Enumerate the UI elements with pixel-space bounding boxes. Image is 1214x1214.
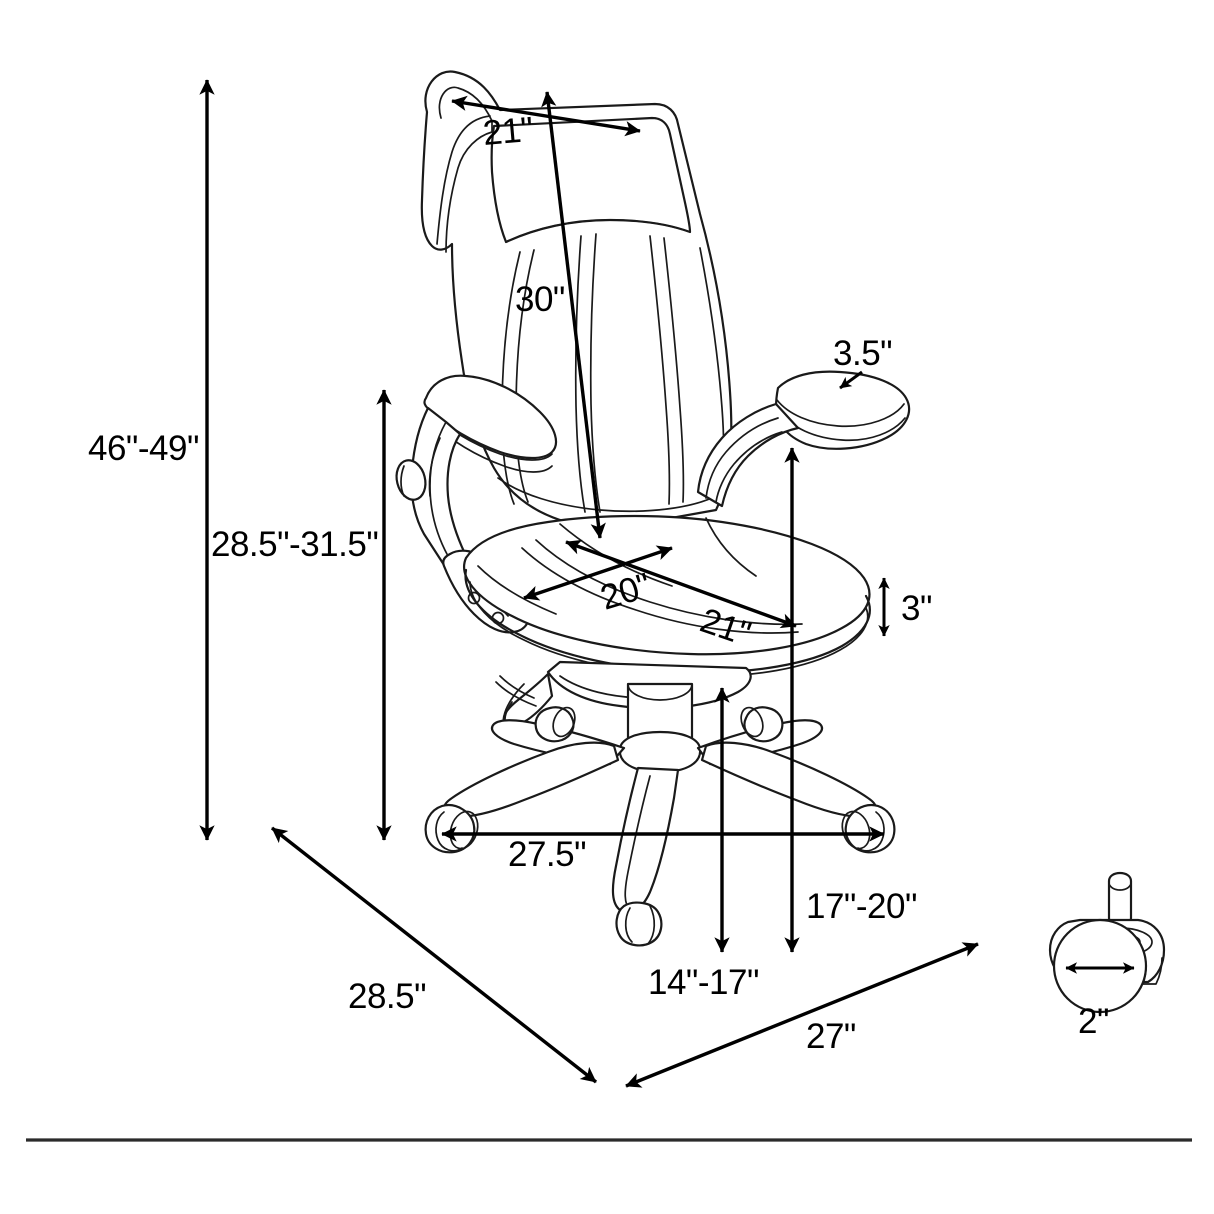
seat-height-range-label: 14"-17": [648, 963, 759, 1002]
armrest-pad-width-label: 3.5": [833, 334, 892, 373]
base-width-label: 27.5": [508, 835, 586, 874]
callout-overall-height: 46"-49": [88, 79, 215, 841]
back-top-height-label: 28.5"-31.5": [211, 525, 378, 564]
seat-thickness-label: 3": [901, 589, 932, 628]
caster-diameter-label: 2": [1078, 1002, 1109, 1041]
headrest-width-label: 21": [481, 110, 534, 153]
callout-depth-right: 27": [625, 942, 979, 1088]
backrest-height-dimension-line: [541, 91, 606, 539]
callout-seat-thickness: 3": [878, 577, 932, 637]
depth-right-dimension-line: [625, 942, 979, 1088]
callout-depth-left: 28.5": [270, 826, 598, 1084]
caster-base: [443, 719, 877, 914]
depth-left-dimension-line: [270, 826, 598, 1084]
overall-height-label: 46"-49": [88, 429, 199, 468]
arm-height-range-label: 17"-20": [806, 887, 917, 926]
casters: [424, 706, 896, 947]
callout-back-top-height: 28.5"-31.5": [211, 389, 392, 841]
caster-upper-right: [740, 706, 784, 743]
headrest-panel: [490, 116, 692, 244]
depth-right-label: 27": [806, 1017, 856, 1056]
caster-front: [615, 901, 663, 947]
callout-backrest-height: 30": [515, 91, 606, 539]
armrest-pad-width-dimension-line: [839, 370, 863, 390]
armrest-right: [696, 370, 911, 508]
backrest-height-label: 30": [515, 280, 565, 319]
callout-arm-height-range: 17"-20": [784, 447, 917, 953]
seat-width-dimension-line: [565, 539, 797, 629]
caster-upper-left: [534, 706, 576, 743]
callout-headrest-width: 21": [451, 95, 641, 153]
callout-armrest-pad-width: 3.5": [833, 334, 893, 390]
depth-left-label: 28.5": [348, 977, 426, 1016]
caster-wheel-detail: 2": [1048, 871, 1166, 1041]
chair-illustration: [395, 70, 911, 947]
